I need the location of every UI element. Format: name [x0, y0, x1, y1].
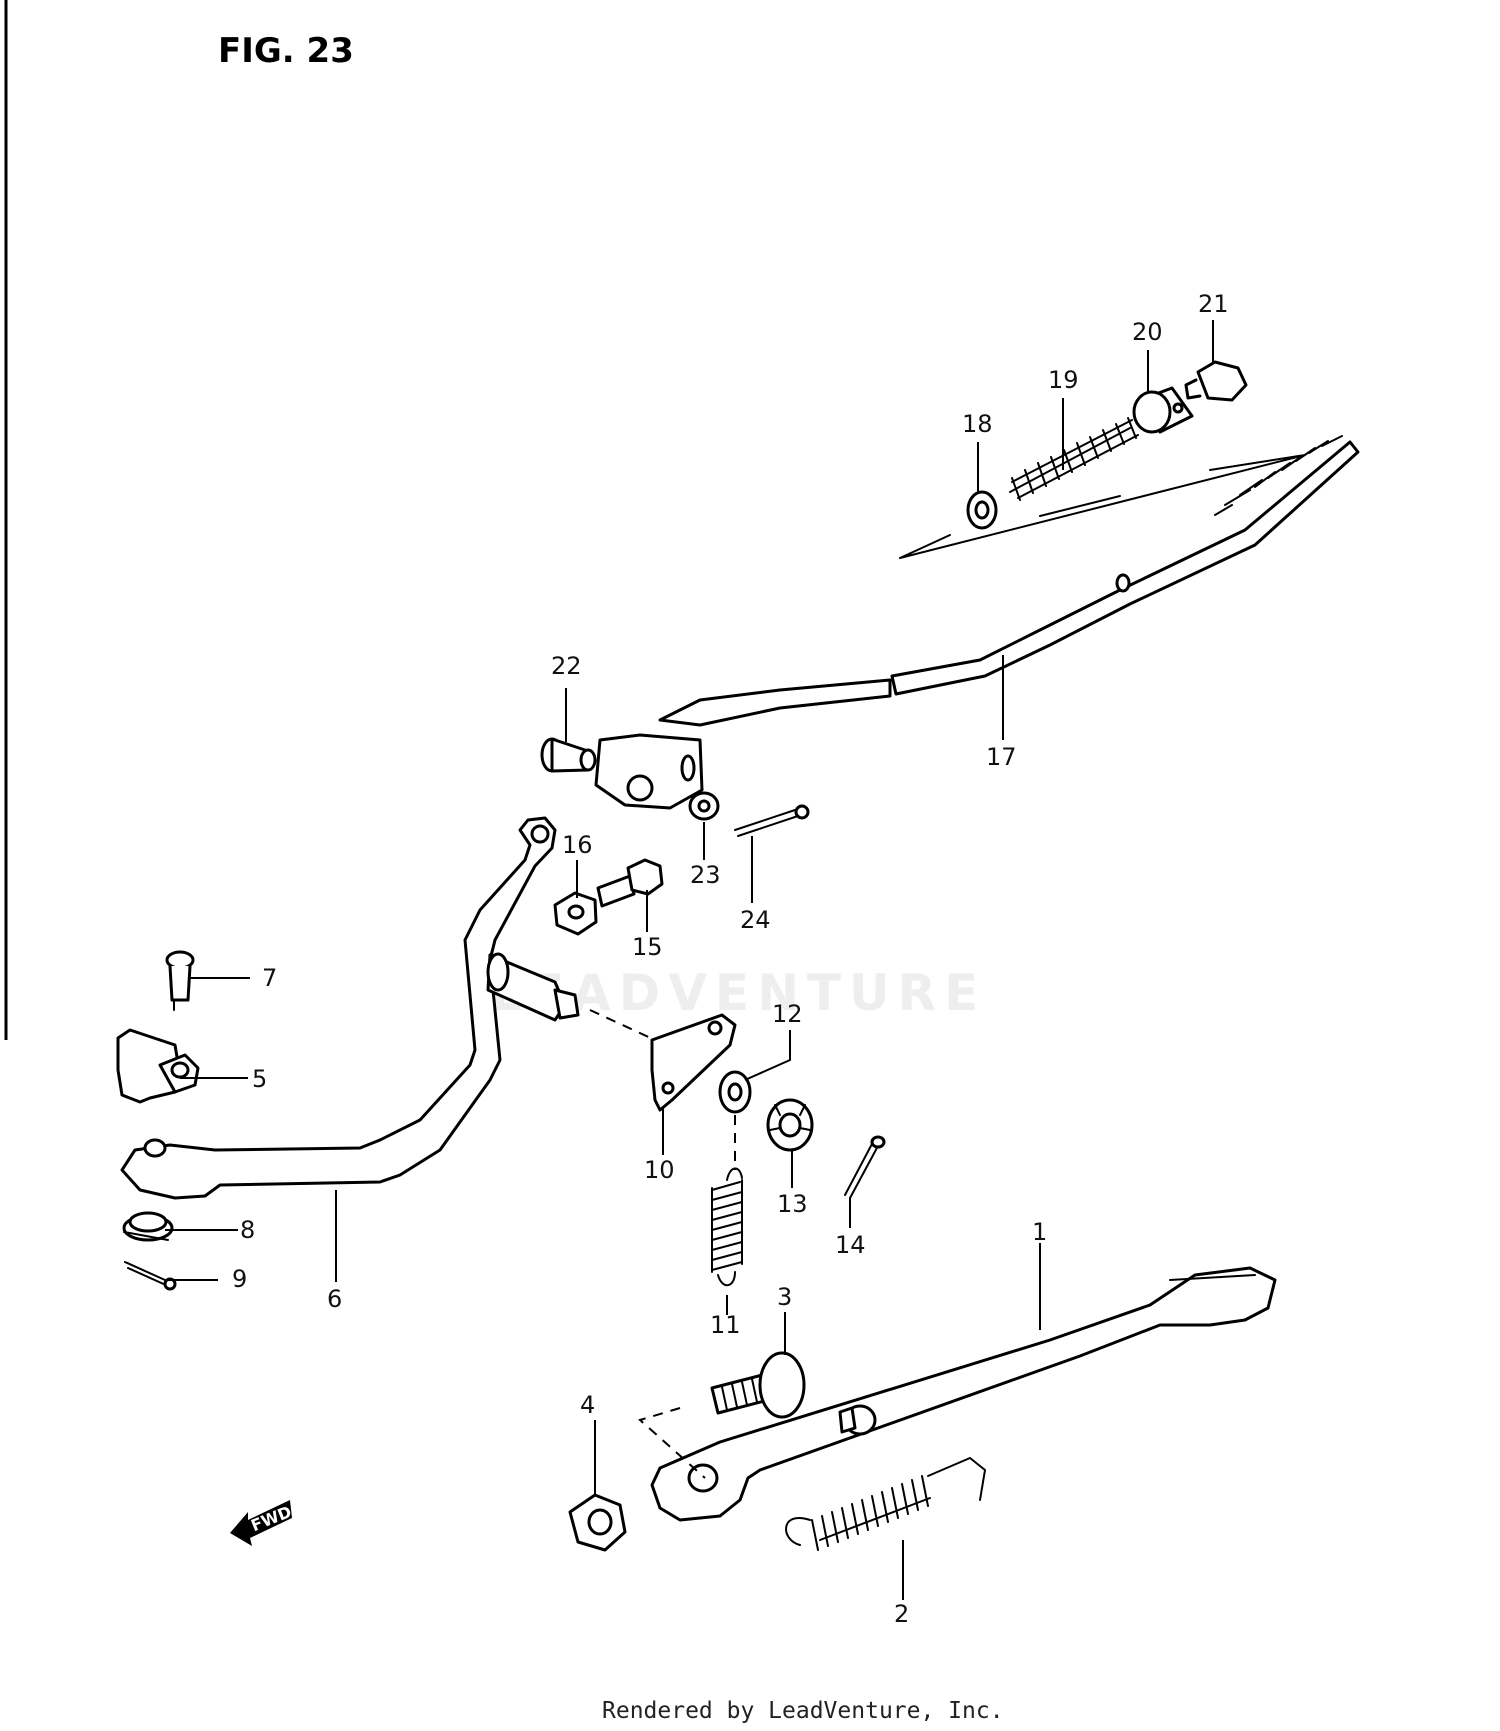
spring-clip-8 [122, 1211, 174, 1242]
assembly-line-pedal-bracket [589, 1009, 656, 1041]
brake-pedal-6 [120, 816, 580, 1200]
callout-21: 21 [1198, 290, 1229, 318]
washer-18 [966, 490, 998, 530]
leader-lines [165, 320, 1214, 1600]
spring-19 [1009, 417, 1139, 501]
callout-24: 24 [740, 906, 771, 934]
cotter-pin-14 [844, 1135, 886, 1199]
side-stand-1 [650, 1266, 1277, 1522]
callout-7: 7 [262, 964, 277, 992]
callout-2: 2 [894, 1600, 909, 1628]
callout-20: 20 [1132, 318, 1163, 346]
bolt-3 [710, 1351, 806, 1419]
callout-13: 13 [777, 1190, 808, 1218]
forward-direction-arrow: FWD [230, 1500, 294, 1546]
pedal-rubber-5 [116, 1028, 200, 1104]
callout-22: 22 [551, 652, 582, 680]
callout-11: 11 [710, 1311, 741, 1339]
spring-11 [711, 1167, 743, 1287]
callout-18: 18 [962, 410, 993, 438]
callout-5: 5 [252, 1065, 267, 1093]
spring-2 [785, 1456, 987, 1551]
callout-12: 12 [772, 1000, 803, 1028]
brake-rod-17 [594, 435, 1360, 810]
cotter-pin-9 [124, 1261, 177, 1291]
callout-23: 23 [690, 861, 721, 889]
nut-21 [1184, 360, 1248, 402]
assembly-line-bolt-stand [638, 1407, 706, 1479]
bracket-10 [650, 1013, 737, 1112]
callout-10: 10 [644, 1156, 675, 1184]
callout-6: 6 [327, 1285, 342, 1313]
footer-credit: Rendered by LeadVenture, Inc. [602, 1698, 1004, 1724]
nut-4 [568, 1493, 627, 1552]
callout-4: 4 [580, 1391, 595, 1419]
callout-16: 16 [562, 831, 593, 859]
callout-1: 1 [1032, 1218, 1047, 1246]
callout-19: 19 [1048, 366, 1079, 394]
pin-7 [165, 950, 195, 1011]
nut-16 [553, 891, 598, 936]
bolt-15 [596, 858, 664, 908]
cotter-pin-24 [734, 804, 810, 837]
figure-title: FIG. 23 [218, 31, 354, 71]
washer-12 [718, 1070, 752, 1114]
adjuster-20 [1132, 386, 1194, 434]
callout-9: 9 [232, 1265, 247, 1293]
forward-label: FWD [248, 1502, 294, 1535]
callout-17: 17 [986, 743, 1017, 771]
washer-23 [688, 791, 720, 821]
callout-14: 14 [835, 1231, 866, 1259]
callout-15: 15 [632, 933, 663, 961]
castle-nut-13 [766, 1098, 814, 1152]
callout-3: 3 [777, 1283, 792, 1311]
callout-8: 8 [240, 1216, 255, 1244]
clevis-pin-22 [540, 737, 597, 773]
